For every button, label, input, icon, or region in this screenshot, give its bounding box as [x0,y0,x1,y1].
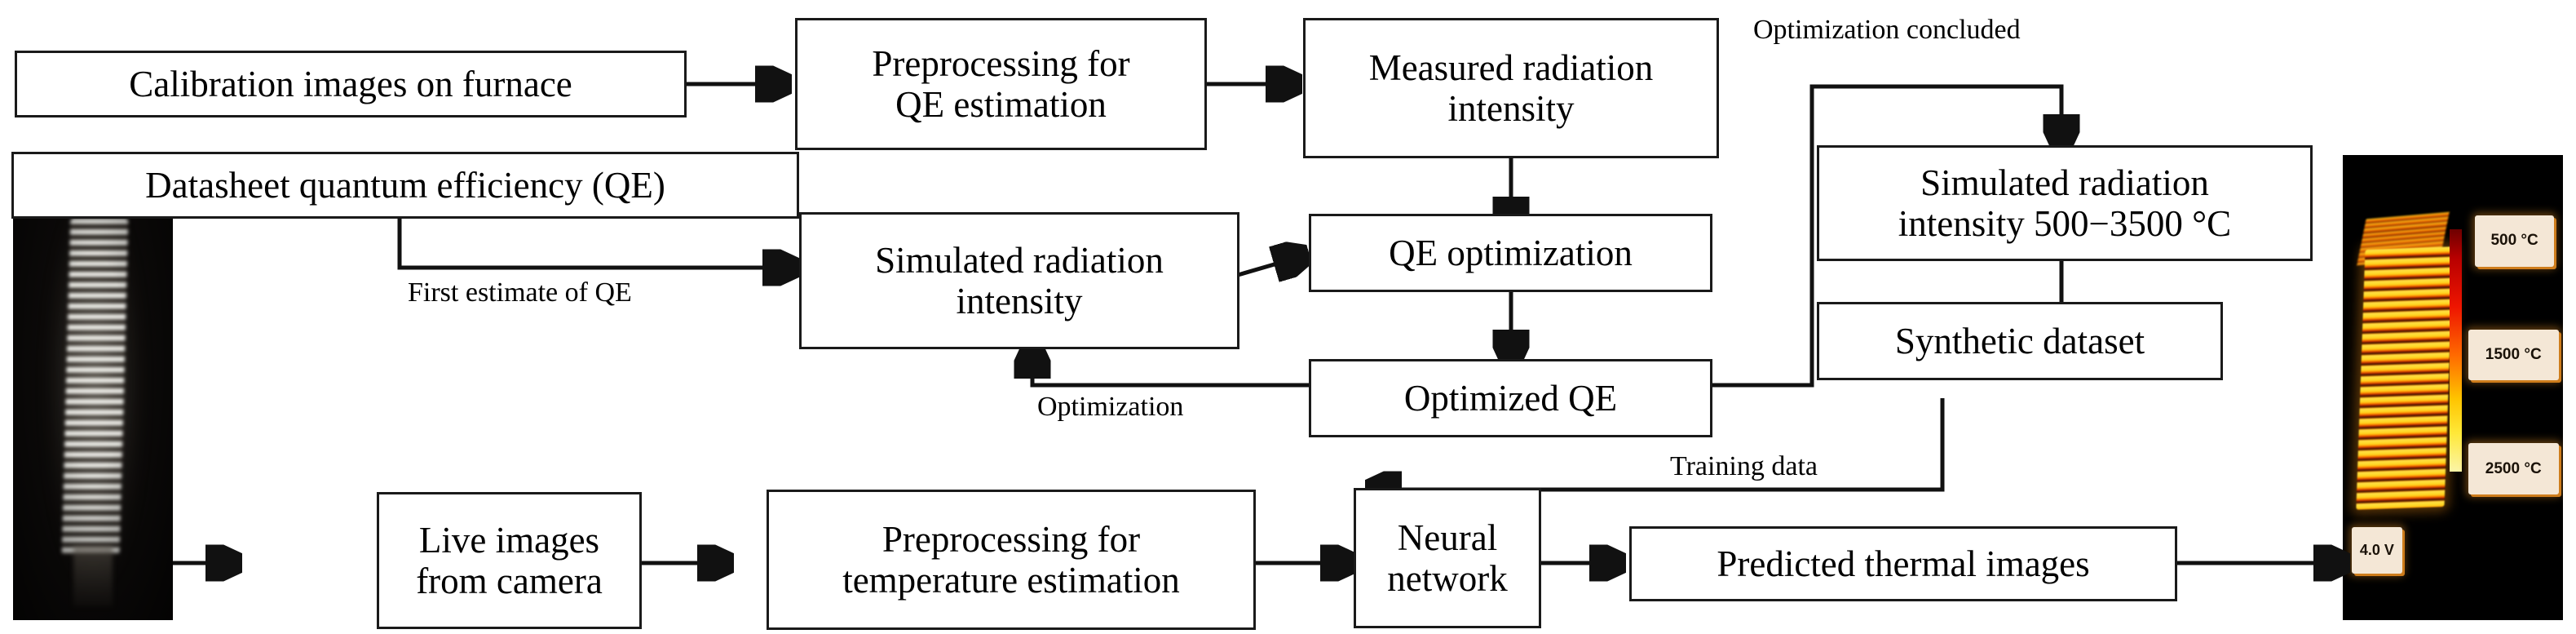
node-measured-radiation-label: Measured radiation intensity [1368,47,1654,129]
edge-label-optimization-concluded: Optimization concluded [1753,15,2021,45]
edge-label-training-data: Training data [1670,451,1818,481]
edge-datasheet-to-simulated [397,219,792,268]
colorbar-tick-2500: 2500 °C [2468,443,2559,495]
thermal-colorbar [2449,229,2462,472]
node-calibration-images-label: Calibration images on furnace [129,63,572,104]
node-preprocessing-qe-label: Preprocessing for QE estimation [872,42,1130,125]
thermal-photo: 500 °C 1500 °C 2500 °C 4.0 V [2343,155,2563,620]
node-datasheet-qe[interactable]: Datasheet quantum efficiency (QE) [11,152,799,219]
node-simulated-radiation[interactable]: Simulated radiation intensity [799,212,1239,349]
node-qe-optimization-label: QE optimization [1389,232,1633,273]
voltage-badge: 4.0 V [2351,527,2402,574]
edge-label-optimization: Optimization [1037,392,1184,422]
node-synthetic-dataset[interactable]: Synthetic dataset [1817,302,2223,380]
node-neural-network-label: Neural network [1387,517,1508,599]
node-predicted-thermal-images[interactable]: Predicted thermal images [1629,526,2177,601]
node-preprocessing-temperature[interactable]: Preprocessing for temperature estimation [767,490,1256,630]
edge-label-first-estimate-of-qe: First estimate of QE [408,277,632,308]
node-simulated-radiation-range[interactable]: Simulated radiation intensity 500−3500 °… [1817,145,2313,261]
node-optimized-qe-label: Optimized QE [1403,377,1618,419]
node-live-images[interactable]: Live images from camera [377,492,642,629]
node-neural-network[interactable]: Neural network [1354,488,1541,628]
node-live-images-label: Live images from camera [416,519,603,601]
node-optimized-qe[interactable]: Optimized QE [1309,359,1712,437]
node-calibration-images[interactable]: Calibration images on furnace [15,51,687,117]
lamp-photo [13,153,173,620]
node-simulated-radiation-range-label: Simulated radiation intensity 500−3500 °… [1898,162,2232,244]
node-preprocessing-temperature-label: Preprocessing for temperature estimation [842,518,1180,601]
lamp-vignette [13,153,173,620]
thermal-coil [2355,246,2454,510]
colorbar-tick-500: 500 °C [2475,215,2555,267]
node-datasheet-qe-label: Datasheet quantum efficiency (QE) [145,164,665,206]
node-preprocessing-qe[interactable]: Preprocessing for QE estimation [795,18,1207,150]
node-qe-optimization[interactable]: QE optimization [1309,214,1712,292]
colorbar-tick-1500: 1500 °C [2468,329,2559,381]
edge-simulated-to-qeopt [1237,256,1302,275]
node-synthetic-dataset-label: Synthetic dataset [1894,320,2145,361]
node-simulated-radiation-label: Simulated radiation intensity [875,239,1164,321]
node-measured-radiation[interactable]: Measured radiation intensity [1303,18,1719,158]
node-predicted-thermal-images-label: Predicted thermal images [1717,543,2090,584]
